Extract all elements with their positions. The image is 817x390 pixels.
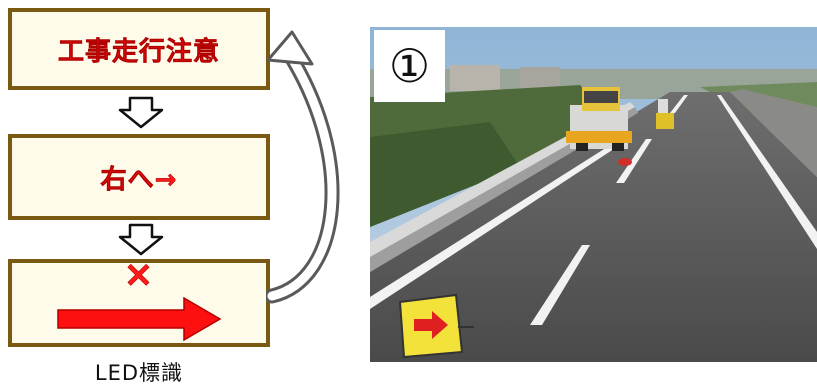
down-arrow-icon [118,96,164,129]
led-panel-step-3: × [8,254,270,347]
right-arrow-icon [57,296,222,342]
down-arrow-icon [118,223,164,256]
led-panel-step-2: 右へ→ [8,134,270,220]
step-2-message: 右へ→ [100,164,178,195]
loop-back-arrow-icon [266,30,340,304]
led-sign-caption: LED標識 [94,361,184,385]
led-panel-step-1: 工事走行注意 [8,8,270,90]
road-photo [370,27,817,362]
step-3-cross: × [123,254,155,295]
photo-number-badge: ① [374,30,445,102]
step-1-message: 工事走行注意 [57,36,220,67]
